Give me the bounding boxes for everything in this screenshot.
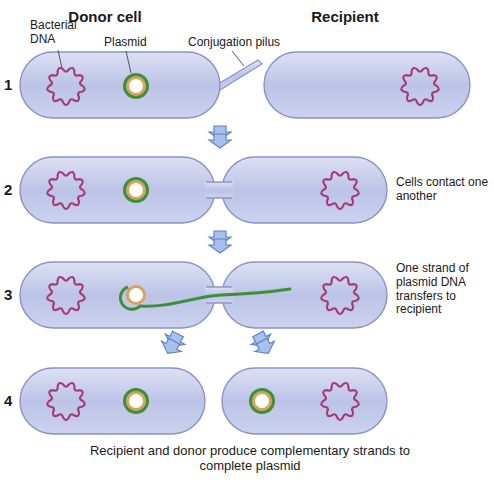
plasmid-strand xyxy=(120,287,140,309)
plasmid-ring xyxy=(125,390,148,413)
leader-line xyxy=(58,50,62,68)
step-number: 3 xyxy=(4,286,18,303)
step-1-cells xyxy=(20,52,470,118)
bacterial-dna xyxy=(321,383,359,420)
step-note: One strand of plasmid DNA transfers to r… xyxy=(396,262,492,317)
transferring-strand xyxy=(140,289,290,306)
step-arrow xyxy=(209,231,231,253)
step-4-cells xyxy=(20,368,387,434)
step-3-cells xyxy=(20,262,387,328)
plasmid-ring xyxy=(128,287,145,304)
bridge-edge xyxy=(206,181,232,182)
part-label: Bacterial DNA xyxy=(30,19,92,47)
donor-cell xyxy=(20,368,205,434)
cell-bridge xyxy=(205,182,233,198)
donor-cell xyxy=(20,157,215,223)
plasmid-ring xyxy=(125,179,148,202)
bacterial-dna xyxy=(401,68,439,105)
caption-text: Recipient and donor produce complementar… xyxy=(80,444,420,474)
bacterial-dna xyxy=(47,277,85,314)
donor-cell xyxy=(20,262,215,328)
step-arrow xyxy=(248,329,278,359)
bacterial-dna xyxy=(47,383,85,420)
part-label: Conjugation pilus xyxy=(188,36,308,50)
bacterial-dna xyxy=(321,277,359,314)
column-heading: Recipient xyxy=(280,8,410,25)
recipient-cell xyxy=(222,368,387,434)
leader-line xyxy=(232,51,244,66)
donor-cell xyxy=(20,52,220,118)
bridge-edge xyxy=(206,286,232,287)
part-label: Plasmid xyxy=(104,36,164,50)
recipient-cell xyxy=(222,157,387,223)
bridge-edge xyxy=(206,197,232,198)
leader-lines xyxy=(58,50,244,73)
step-note: Cells contact one another xyxy=(396,176,492,204)
plasmid-ring xyxy=(125,75,148,98)
bacterial-dna xyxy=(321,172,359,209)
step-number: 1 xyxy=(4,76,18,93)
leader-line xyxy=(126,51,131,73)
step-arrow xyxy=(158,329,188,359)
bacterial-dna xyxy=(47,172,85,209)
plasmid-ring xyxy=(251,390,274,413)
step-arrow xyxy=(209,126,231,148)
conjugation-pilus xyxy=(218,60,262,90)
bacterial-dna xyxy=(47,68,85,105)
step-number: 2 xyxy=(4,181,18,198)
recipient-cell xyxy=(264,52,470,118)
step-2-cells xyxy=(20,157,387,223)
step-number: 4 xyxy=(4,392,18,409)
bridge-edge xyxy=(206,302,232,303)
